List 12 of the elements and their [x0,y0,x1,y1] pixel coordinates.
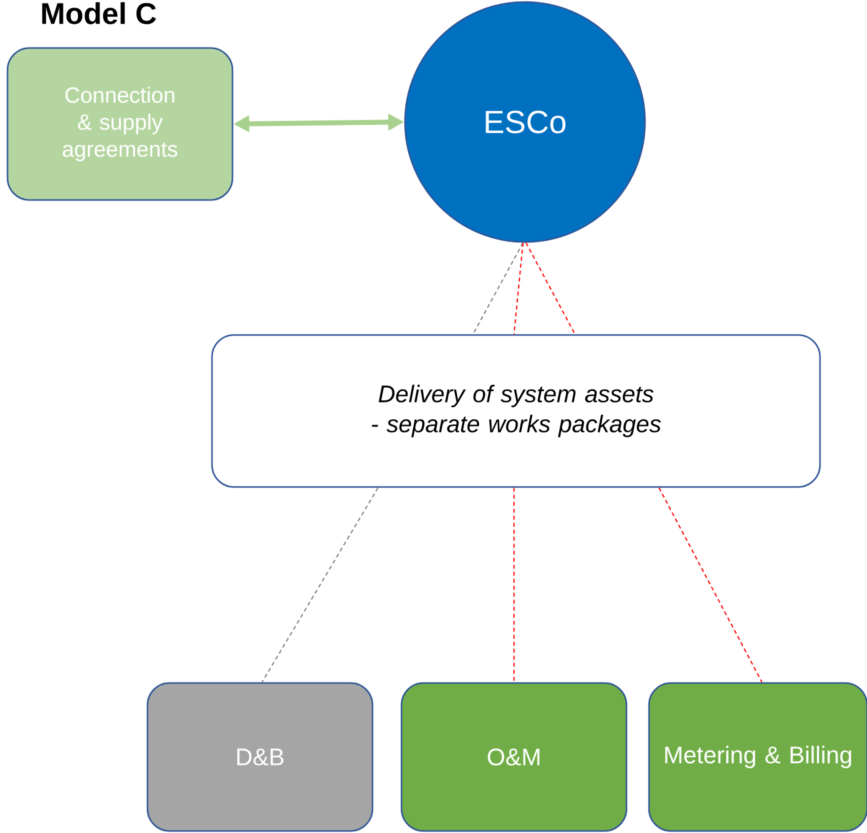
dashed-line [261,487,379,683]
title: Model C [42,2,156,24]
dashed-line [525,242,576,335]
agreement-box: Connection & supply agreements [6,47,234,201]
work-packages-box: Delivery of system assets - separate works packages [211,334,821,488]
contractor-box: O&M [400,682,628,832]
dashed-line [513,242,524,334]
dashed-line [472,242,524,335]
dashed-line [513,488,515,682]
contractor-box: Metering & Billing [648,682,867,832]
dashed-line [658,487,763,683]
contractor-box: D&B [146,682,374,832]
